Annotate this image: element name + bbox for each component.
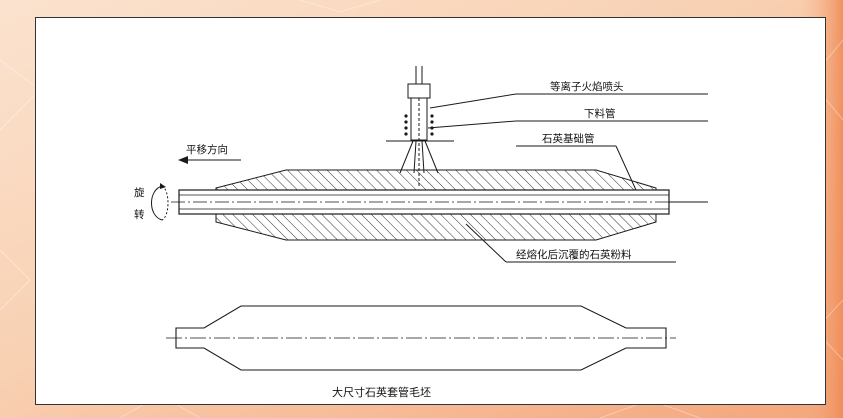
- label-rotation-1: 旋: [134, 186, 145, 199]
- process-diagram: 等离子火焰喷头 下料管 石英基础管 平移方向 旋 转 经熔化后沉覆的石英粉料 大…: [134, 66, 708, 399]
- label-vitrified-powder: 经熔化后沉覆的石英粉料: [516, 248, 632, 261]
- caption-preform: 大尺寸石英套管毛坯: [332, 385, 431, 399]
- leader-lines: [427, 93, 708, 263]
- rotation-indicator: [151, 183, 169, 221]
- label-quartz-base-tube: 石英基础管: [542, 132, 595, 145]
- label-translation-direction: 平移方向: [186, 143, 228, 156]
- label-rotation-2: 转: [134, 208, 145, 221]
- translation-arrow: [178, 156, 241, 164]
- label-feed-tube: 下料管: [584, 107, 616, 120]
- quartz-sleeve-preform: [166, 305, 676, 371]
- deposition-assembly: [171, 169, 708, 241]
- diagram-panel: 等离子火焰喷头 下料管 石英基础管 平移方向 旋 转 经熔化后沉覆的石英粉料 大…: [35, 17, 826, 405]
- coil-windings: [404, 114, 434, 136]
- label-plasma-torch: 等离子火焰喷头: [550, 80, 624, 93]
